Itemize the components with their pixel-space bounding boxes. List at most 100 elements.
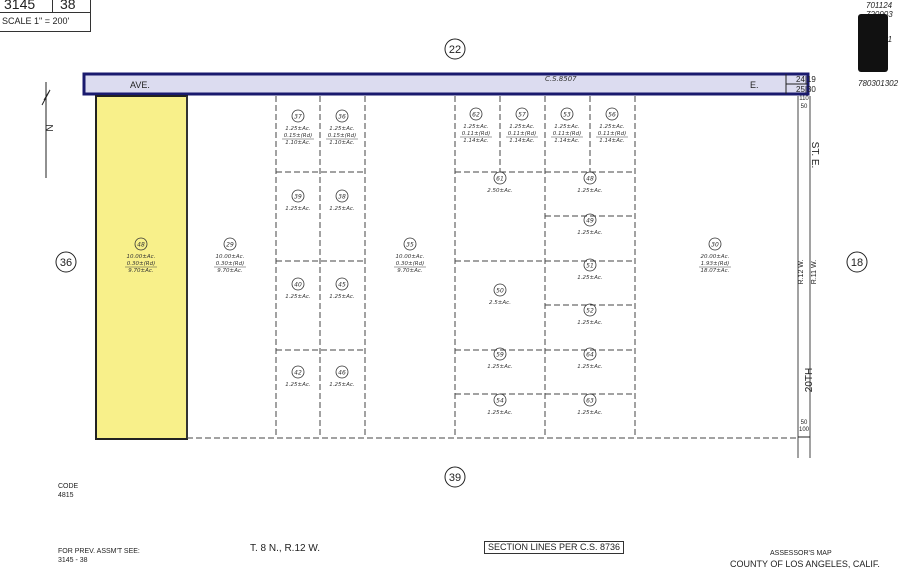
parcel-number: 50 (496, 288, 504, 295)
parcel-acreage: 1.25±Ac. (285, 126, 311, 132)
parcel-acreage: 1.25±Ac. (487, 410, 513, 416)
parcel-number: 30 (711, 242, 719, 249)
parcel-number-circle (134, 237, 148, 251)
parcel-number: 29 (226, 242, 234, 249)
section-circle-bottom (444, 466, 466, 488)
parcel-number-circle (583, 303, 597, 317)
parcel-acreage: 1.25±Ac. (509, 124, 535, 130)
range-east-label: R.11 W. (811, 260, 818, 284)
parcel-number: 42 (294, 370, 302, 377)
parcel-number: 48 (137, 242, 145, 249)
county-label: COUNTY OF LOS ANGELES, CALIF. (730, 559, 880, 569)
street-east-label: ST. E. (809, 142, 820, 169)
parcel-acreage: 0.11±(Rd) (462, 131, 490, 137)
prev-assessment-line2: 3145 - 38 (58, 557, 88, 564)
redaction-block (858, 14, 888, 72)
parcel-acreage: 1.10±Ac. (329, 140, 355, 146)
parcel-number-circle (583, 393, 597, 407)
parcel-number-circle (291, 189, 305, 203)
parcel-acreage: 1.25±Ac. (285, 382, 311, 388)
section-circle-left (55, 251, 77, 273)
avenue-ref: C.S.8507 (545, 75, 577, 83)
section-number-right: 18 (851, 257, 863, 269)
parcel-number-circle (583, 171, 597, 185)
parcel-number-circle (708, 237, 722, 251)
parcel-acreage: 0.11±(Rd) (553, 131, 581, 137)
handwritten-number-1: 701124 (866, 1, 893, 10)
parcel-highlight (95, 95, 188, 440)
parcel-number-circle (291, 277, 305, 291)
section-number-bottom: 39 (449, 472, 461, 484)
parcel-number: 62 (472, 112, 480, 119)
parcel-number: 37 (294, 114, 302, 121)
avenue-corner-bottom: 25|30 (796, 85, 816, 94)
parcel-acreage: 18.07±Ac. (701, 268, 730, 274)
page-number: 38 (60, 0, 76, 12)
parcel-acreage: 1.25±Ac. (577, 230, 603, 236)
parcel-number-circle (583, 213, 597, 227)
parcel-acreage: 1.14±Ac. (554, 138, 580, 144)
parcel-acreage: 1.25±Ac. (577, 410, 603, 416)
parcel-number: 38 (338, 194, 346, 201)
parcel-acreage: 1.25±Ac. (329, 206, 355, 212)
code-label: CODE (58, 483, 79, 490)
parcel-number: 51 (586, 263, 594, 270)
parcel-number: 39 (294, 194, 302, 201)
parcel-acreage: 2.5±Ac. (489, 300, 511, 306)
parcel-number-circle (335, 277, 349, 291)
parcel-number: 63 (586, 398, 594, 405)
avenue-band (82, 72, 810, 96)
header-divider (0, 12, 90, 13)
parcel-number-circle (493, 393, 507, 407)
parcel-number-circle (335, 365, 349, 379)
township-label: T. 8 N., R.12 W. (250, 543, 321, 554)
parcel-number-circle (403, 237, 417, 251)
street-mark-top-2: 50 (801, 104, 808, 110)
parcel-acreage: 1.25±Ac. (487, 364, 513, 370)
parcel-acreage: 1.25±Ac. (577, 188, 603, 194)
parcel-acreage: 0.11±(Rd) (598, 131, 626, 137)
range-west-label: R.12 W. (798, 260, 805, 285)
parcel-acreage: 1.25±Ac. (599, 124, 625, 130)
parcel-number: 36 (338, 114, 346, 121)
parcel-number-circle (493, 347, 507, 361)
parcel-acreage: 1.25±Ac. (554, 124, 580, 130)
parcel-number-circle (469, 107, 483, 121)
avenue-corner-top: 24|19 (796, 75, 816, 84)
section-number-left: 36 (60, 257, 72, 269)
north-arrow (41, 82, 51, 178)
parcel-acreage: 1.14±Ac. (509, 138, 535, 144)
parcel-acreage: 1.25±Ac. (285, 206, 311, 212)
parcel-acreage: 1.10±Ac. (285, 140, 311, 146)
parcel-number-circle (583, 258, 597, 272)
scale-label: SCALE 1" = 200' (2, 16, 70, 26)
parcel-number-circle (335, 189, 349, 203)
parcel-acreage: 1.25±Ac. (463, 124, 489, 130)
parcel-acreage: 10.00±Ac. (216, 254, 245, 260)
parcel-number: 61 (496, 176, 504, 183)
parcel-number: 49 (586, 218, 594, 225)
parcel-acreage: 9.70±Ac. (217, 268, 243, 274)
parcel-number: 54 (496, 398, 504, 405)
parcel-number-circle (291, 365, 305, 379)
parcel-acreage: 1.25±Ac. (329, 126, 355, 132)
parcel-acreage: 10.00±Ac. (127, 254, 156, 260)
avenue-name: AVE. (130, 80, 150, 90)
assessor-map-label: ASSESSOR'S MAP (770, 550, 832, 557)
parcel-number-circle (560, 107, 574, 121)
parcel-number: 52 (586, 308, 594, 315)
parcel-acreage: 10.00±Ac. (396, 254, 425, 260)
parcel-acreage: 0.15±(Rd) (284, 133, 312, 139)
parcel-number: 53 (563, 112, 571, 119)
parcel-acreage: 1.25±Ac. (285, 294, 311, 300)
parcel-number: 56 (608, 112, 616, 119)
parcel-acreage: 2.50±Ac. (487, 188, 513, 194)
section-number-top: 22 (449, 44, 461, 56)
parcel-number: 46 (338, 370, 346, 377)
header-divider-v (52, 0, 53, 12)
parcel-number: 59 (496, 352, 504, 359)
parcel-acreage: 0.30±(Rd) (216, 261, 244, 267)
parcel-number: 57 (518, 112, 526, 119)
header-box (0, 0, 91, 32)
